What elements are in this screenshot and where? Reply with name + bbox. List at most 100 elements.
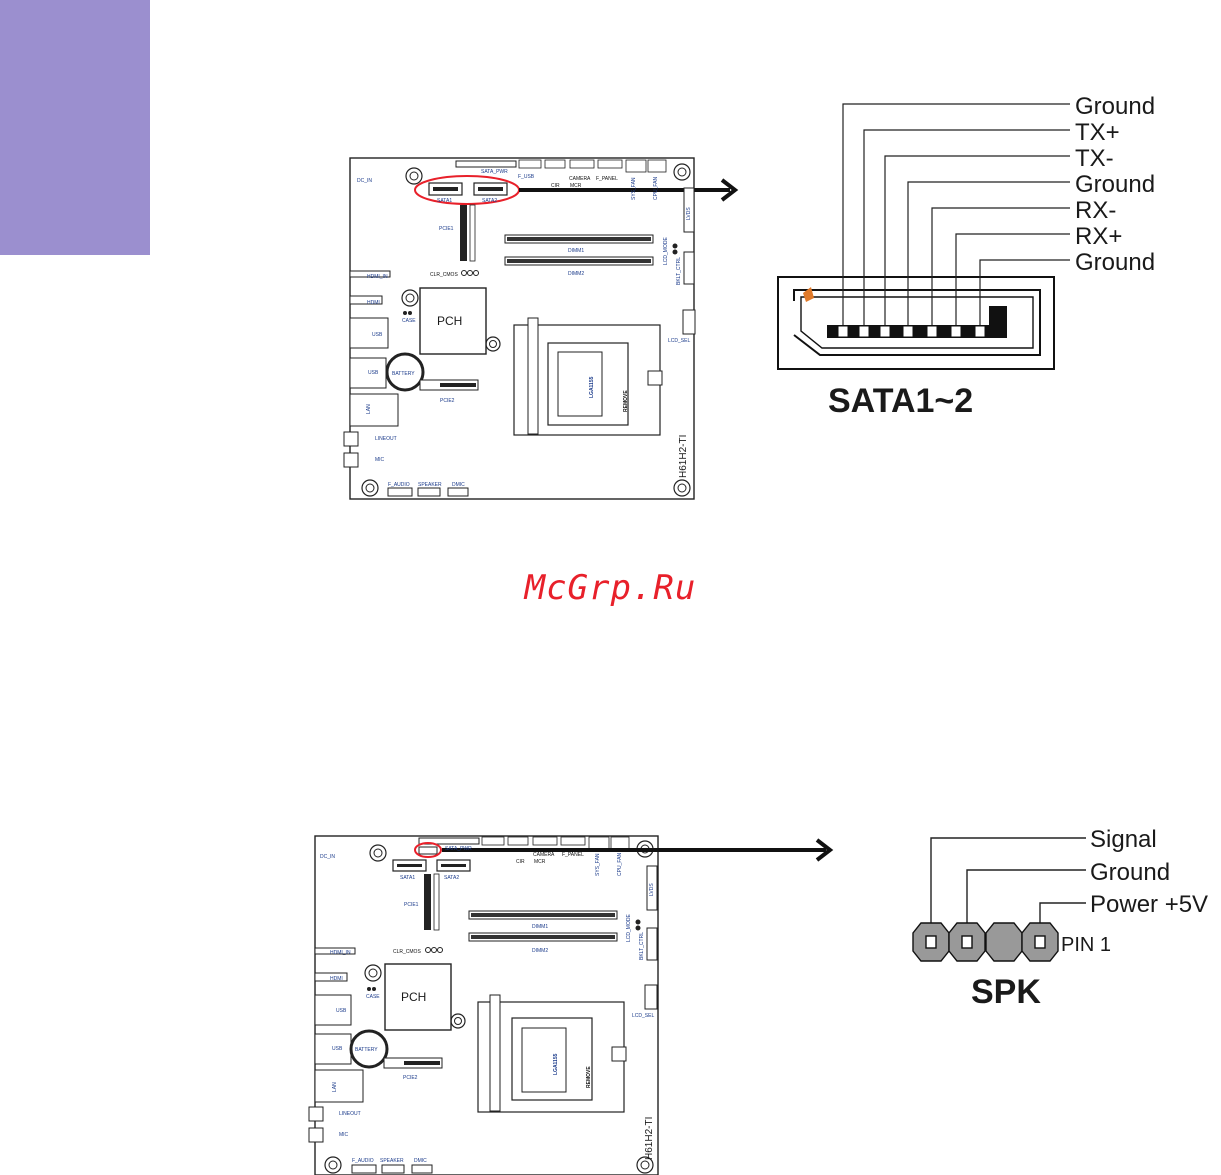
hdmi-port [349,295,383,305]
speaker-header [381,1164,405,1174]
label-f-audio: F_AUDIO [388,482,410,488]
spk-highlight-circle [414,842,442,858]
sata-pin-label: RX+ [1075,223,1122,250]
label-f-audio: F_AUDIO [352,1158,374,1164]
spk-pinout-diagram: Signal Ground Power +5V PIN 1 SPK [912,826,1208,1011]
spk-pin-label: Power +5V [1090,891,1208,918]
pin1-marker [803,287,814,302]
label-speaker: SPEAKER [380,1158,404,1164]
lcd-sel-header [644,984,658,1010]
label-pcie1: PCIE1 [439,226,454,232]
label-remove: REMOVE [586,1066,592,1088]
label-sys-fan: SYS_FAN [595,853,601,876]
lineout-jack [343,431,359,447]
lan-port [314,1069,364,1103]
label-dc-in: DC_IN [320,854,335,860]
label-pcie2: PCIE2 [440,398,455,404]
lan-port [349,393,399,427]
label-hdmi-in: HDMI_IN [330,950,351,956]
sata-pin-label: Ground [1075,93,1155,120]
label-mic: MIC [375,457,385,463]
label-f-usb: F_USB [518,174,535,180]
label-clr-cmos: CLR_CMOS [393,949,421,955]
label-dmic: DMIC [452,482,465,488]
label-lcd-sel: LCD_SEL [632,1013,654,1019]
label-f-panel: F_PANEL [562,852,584,858]
label-hdmi: HDMI [367,300,380,306]
label-sata2: SATA2 [444,875,459,881]
label-sys-fan: SYS_FAN [631,177,637,200]
bklt-ctrl-header [646,927,658,961]
f-audio-header [387,487,413,497]
label-usb-2: USB [332,1046,343,1052]
sata-pin-label: RX- [1075,197,1116,224]
label-lcd-mode: LCD_MODE [626,914,632,942]
sata-pin-label: TX+ [1075,119,1120,146]
label-hdmi: HDMI [330,976,343,982]
label-bklt-ctrl: BKLT_CTRL [639,932,645,960]
hdmi-in-port [314,947,356,955]
sata-pinout-diagram: Ground TX+ TX- Ground RX- RX+ Ground SAT… [777,93,1155,420]
label-pch: PCH [437,314,462,328]
spk-title: SPK [971,973,1041,1011]
label-battery: BATTERY [392,371,415,377]
mic-jack [308,1127,324,1143]
label-sata1: SATA1 [400,875,415,881]
lcd-sel-header [682,309,696,335]
label-sata2: SATA2 [482,198,497,204]
motherboard-diagram-top: DC_IN SATA_PWR F_USB CAMERA F_PANEL CIR … [343,157,739,500]
chapter-side-tab [0,0,150,255]
label-f-panel: F_PANEL [596,176,618,182]
label-model: H61H2-TI [678,435,689,478]
label-usb: USB [336,1008,347,1014]
pointer-arrow-head [720,178,739,202]
label-camera: CAMERA [569,176,591,182]
sata-pin-label: TX- [1075,145,1114,172]
label-lcd-mode: LCD_MODE [663,237,669,265]
mic-jack [343,452,359,468]
label-cpu-fan: CPU_FAN [617,853,623,876]
label-case: CASE [402,318,416,324]
usb-port-stack-2 [314,1033,352,1065]
label-camera: CAMERA [533,852,555,858]
label-dmic: DMIC [414,1158,427,1164]
hdmi-port [314,972,348,982]
label-model: H61H2-TI [644,1117,655,1160]
label-dimm2: DIMM2 [568,271,584,277]
pin1-label: PIN 1 [1061,934,1111,956]
label-pch: PCH [401,990,426,1004]
dmic-header [411,1164,433,1174]
sata-connector-outline [777,276,1055,370]
motherboard-diagram-bottom: DC_IN SATA_PWR CAMERA F_PANEL CIR MCR SA… [308,835,834,1175]
lvds-connector [683,187,695,233]
label-hdmi-in: HDMI_IN [367,274,388,280]
battery [349,1029,389,1069]
lineout-jack [308,1106,324,1122]
label-dc-in: DC_IN [357,178,372,184]
sata-title: SATA1~2 [828,382,973,420]
label-lga1155: LGA1155 [589,376,595,398]
label-clr-cmos: CLR_CMOS [430,272,458,278]
sata-pin-label: Ground [1075,249,1155,276]
dmic-header [447,487,469,497]
label-sata-pwr: SATA_PWR [481,169,508,175]
usb-port-stack [314,994,352,1026]
usb-port-stack-2 [349,357,387,389]
pch-chip [384,963,452,1031]
label-case: CASE [366,994,380,1000]
label-cpu-fan: CPU_FAN [653,177,659,200]
label-lineout: LINEOUT [375,436,397,442]
watermark-text: McGrp.Ru [524,568,697,608]
label-lvds: LVDS [649,883,655,896]
pch-chip [419,287,487,355]
label-battery: BATTERY [355,1047,378,1053]
label-sata-pwr: SATA_PWR [445,846,472,852]
f-audio-header [351,1164,377,1174]
label-lvds: LVDS [686,207,692,220]
label-lan: LAN [366,404,372,414]
spk-pin-label: Ground [1090,859,1170,886]
label-lineout: LINEOUT [339,1111,361,1117]
label-speaker: SPEAKER [418,482,442,488]
label-dimm2: DIMM2 [532,948,548,954]
